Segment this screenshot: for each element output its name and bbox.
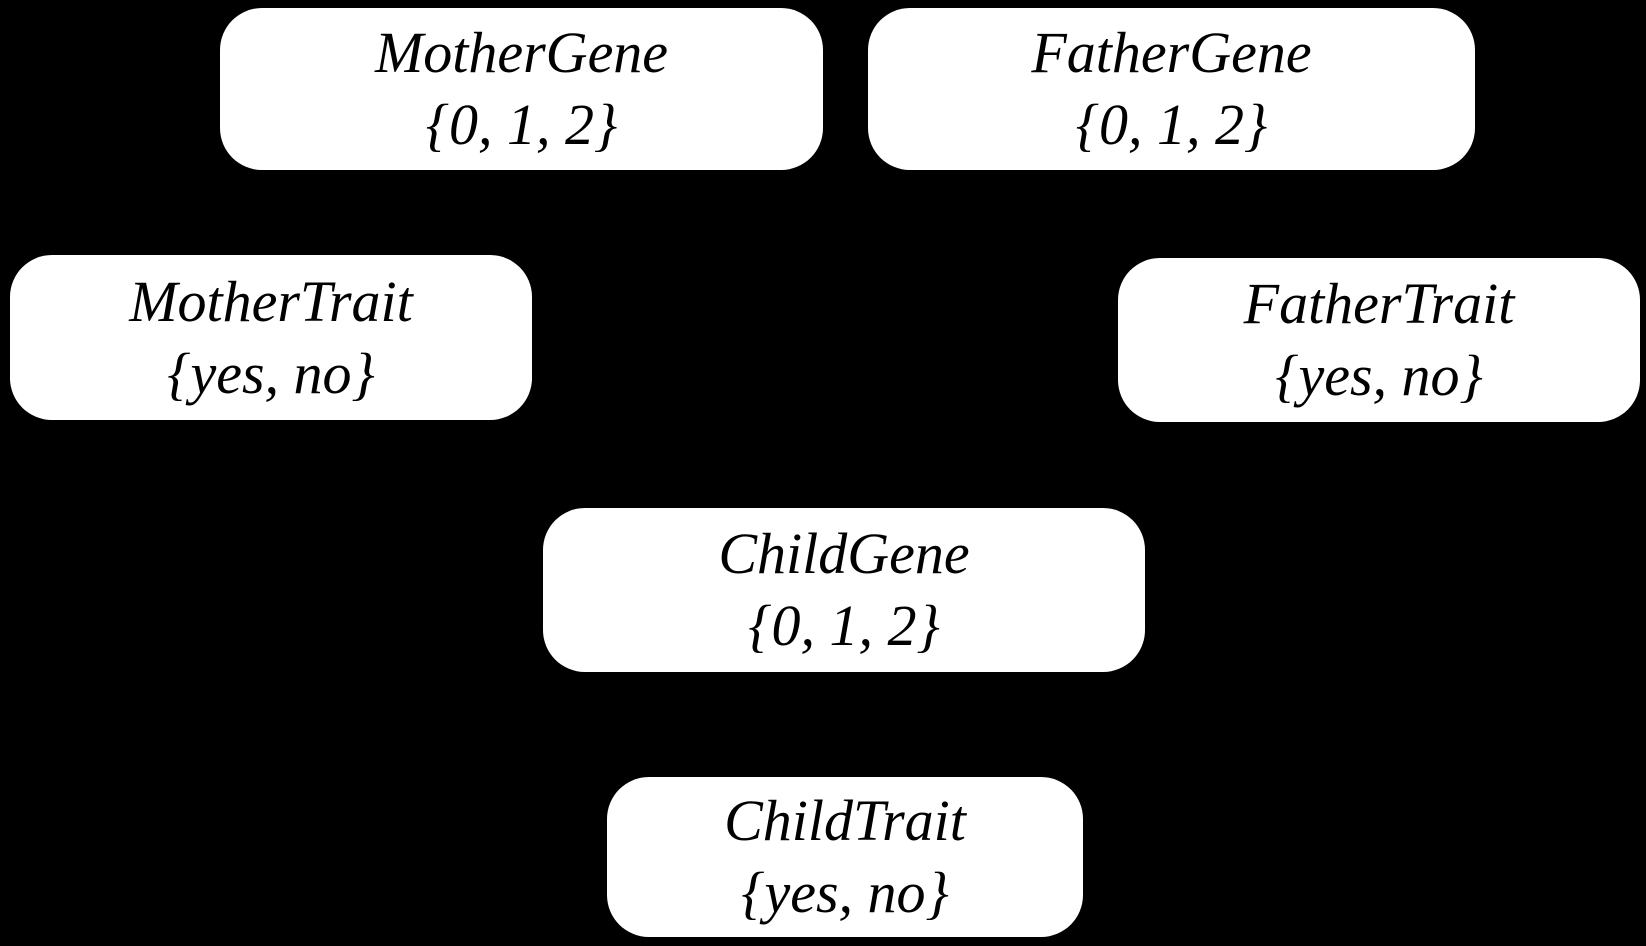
node-mother-gene-values: {0, 1, 2} [425,92,618,157]
node-child-gene-label: ChildGene [718,521,970,586]
node-father-trait: FatherTrait {yes, no} [1118,258,1640,422]
node-father-trait-values: {yes, no} [1275,343,1483,408]
node-father-gene-values: {0, 1, 2} [1075,92,1268,157]
node-child-trait-label: ChildTrait [724,788,966,853]
node-child-gene-values: {0, 1, 2} [748,593,940,658]
node-mother-gene-label: MotherGene [374,20,669,85]
node-child-trait-values: {yes, no} [741,860,949,925]
node-mother-trait-label: MotherTrait [129,268,413,334]
node-child-gene: ChildGene {0, 1, 2} [543,508,1145,672]
node-mother-trait: MotherTrait {yes, no} [10,255,532,420]
node-father-trait-label: FatherTrait [1243,271,1515,336]
node-father-gene-label: FatherGene [1031,20,1312,85]
node-mother-trait-values: {yes, no} [167,340,375,406]
node-child-trait: ChildTrait {yes, no} [607,777,1083,937]
node-father-gene: FatherGene {0, 1, 2} [868,8,1475,170]
node-mother-gene: MotherGene {0, 1, 2} [220,8,823,170]
